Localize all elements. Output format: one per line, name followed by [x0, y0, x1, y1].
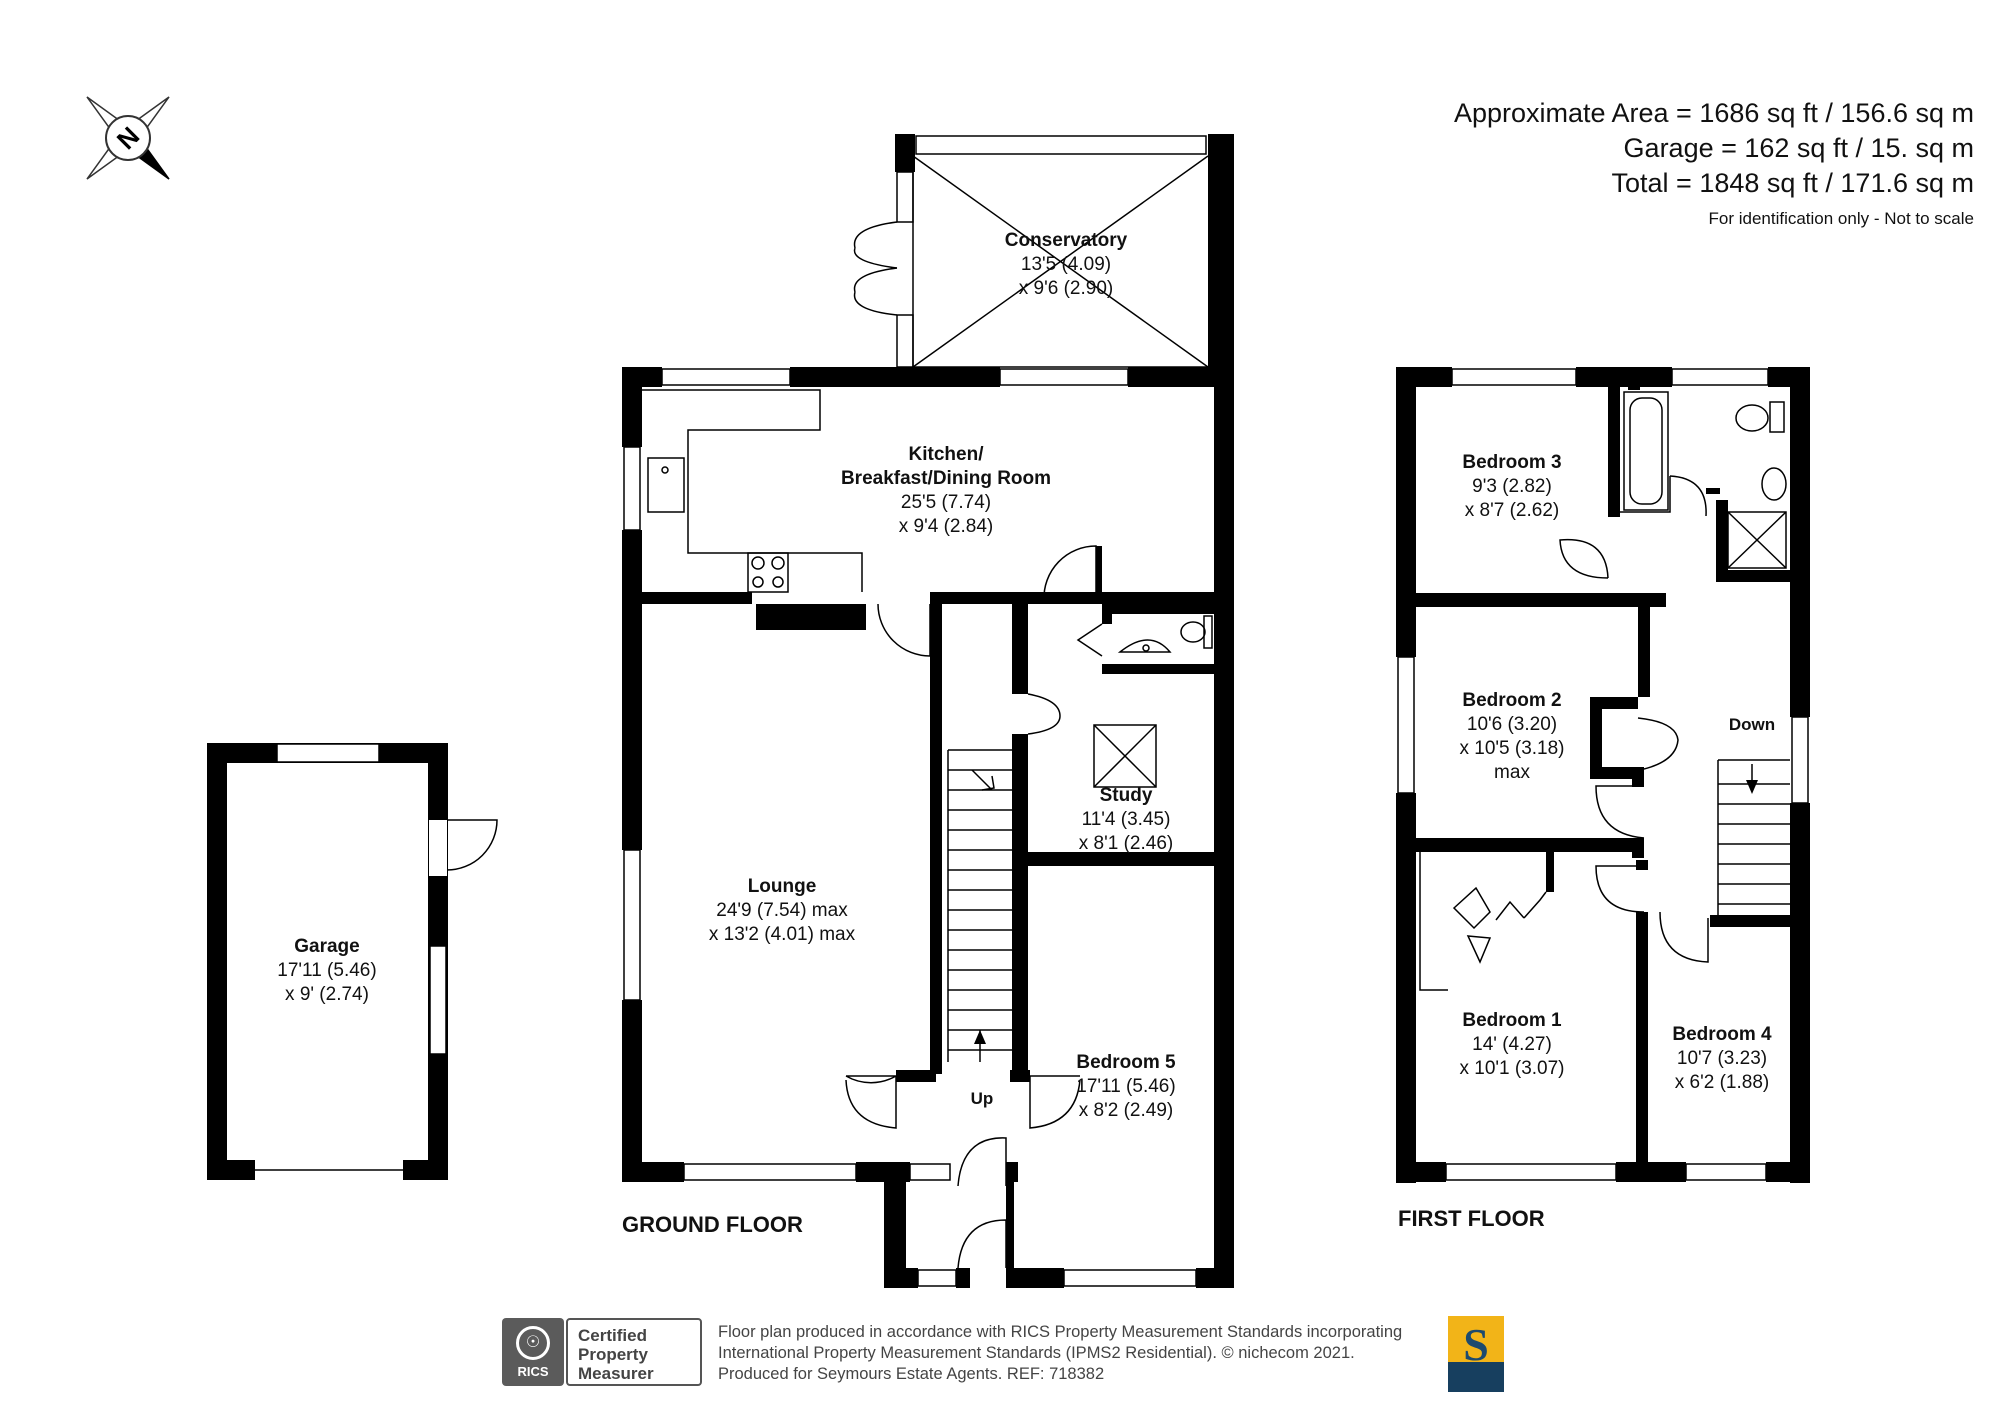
study-dim1: 11'4 (3.45): [1082, 809, 1171, 830]
lounge-label: Lounge: [748, 876, 817, 897]
bedroom3-dim1: 9'3 (2.82): [1472, 476, 1552, 497]
seymours-logo-base: [1448, 1362, 1504, 1392]
cert-line-2: Property: [578, 1345, 648, 1364]
seymours-letter: S: [1448, 1316, 1504, 1362]
first-floor-label: FIRST FLOOR: [1398, 1206, 1545, 1231]
rics-logo: ☉ RICS: [502, 1318, 564, 1386]
ground-floor-label: GROUND FLOOR: [622, 1212, 803, 1237]
stairs-first: [1717, 759, 1790, 915]
first-floor-walls: [1396, 367, 1810, 1183]
cert-line-3: Measurer: [578, 1364, 654, 1383]
garage-label: Garage: [294, 936, 359, 957]
kitchen-dim2: x 9'4 (2.84): [899, 516, 993, 537]
bedroom1-label: Bedroom 1: [1462, 1010, 1562, 1031]
bedroom2-label: Bedroom 2: [1462, 690, 1561, 711]
compass-icon: N: [86, 96, 170, 180]
garage-dim2: x 9' (2.74): [285, 984, 369, 1005]
bedroom5-dim1: 17'11 (5.46): [1076, 1076, 1175, 1097]
footer-line-2: International Property Measurement Stand…: [718, 1344, 1355, 1362]
certified-measurer-badge: Certified Property Measurer: [566, 1318, 702, 1386]
study-dim2: x 8'1 (2.46): [1079, 833, 1173, 854]
bedroom4-dim2: x 6'2 (1.88): [1675, 1072, 1769, 1093]
scale-note: For identification only - Not to scale: [1708, 209, 1974, 228]
garage-area: Garage = 162 sq ft / 15. sq m: [1623, 133, 1974, 163]
bedroom4-dim1: 10'7 (3.23): [1677, 1048, 1767, 1069]
room-labels: Conservatory 13'5 (4.09) x 9'6 (2.90) Ki…: [277, 230, 1775, 1237]
area-summary: Approximate Area = 1686 sq ft / 156.6 sq…: [1454, 96, 1974, 229]
conservatory-dim1: 13'5 (4.09): [1021, 254, 1111, 275]
stairs-ground: [947, 749, 1012, 1062]
stairs-down-label: Down: [1729, 715, 1775, 734]
stairs-up-label: Up: [971, 1089, 994, 1108]
kitchen-label-1: Kitchen/: [909, 444, 985, 465]
bedroom5-label: Bedroom 5: [1076, 1052, 1176, 1073]
conservatory-label: Conservatory: [1005, 230, 1128, 251]
footer-text: Floor plan produced in accordance with R…: [718, 1322, 1402, 1385]
footer-line-1: Floor plan produced in accordance with R…: [718, 1323, 1403, 1341]
approx-area: Approximate Area = 1686 sq ft / 156.6 sq…: [1453, 98, 1974, 128]
conservatory-dim2: x 9'6 (2.90): [1019, 278, 1113, 299]
kitchen-dim1: 25'5 (7.74): [901, 492, 991, 513]
bedroom1-dim2: x 10'1 (3.07): [1459, 1058, 1564, 1079]
bedroom2-dim3: max: [1494, 762, 1530, 783]
lounge-dim1: 24'9 (7.54) max: [716, 900, 848, 921]
seymours-logo: S: [1448, 1316, 1504, 1392]
cert-line-1: Certified: [578, 1326, 647, 1345]
bedroom3-label: Bedroom 3: [1462, 452, 1561, 473]
bedroom3-dim2: x 8'7 (2.62): [1465, 500, 1559, 521]
ground-floor-walls: [622, 134, 1234, 1288]
bedroom2-dim1: 10'6 (3.20): [1467, 714, 1557, 735]
bedroom5-dim2: x 8'2 (2.49): [1079, 1100, 1173, 1121]
footer-line-3: Produced for Seymours Estate Agents. REF…: [718, 1365, 1105, 1383]
study-label: Study: [1100, 785, 1153, 806]
lounge-dim2: x 13'2 (4.01) max: [709, 924, 856, 945]
kitchen-label-2: Breakfast/Dining Room: [841, 468, 1051, 489]
garage-walls: [207, 743, 498, 1180]
garage-dim1: 17'11 (5.46): [277, 960, 376, 981]
bedroom1-dim1: 14' (4.27): [1472, 1034, 1552, 1055]
bedroom4-label: Bedroom 4: [1672, 1024, 1772, 1045]
rics-text: RICS: [517, 1364, 549, 1379]
rics-lion-icon: ☉: [516, 1326, 550, 1360]
total-area: Total = 1848 sq ft / 171.6 sq m: [1611, 168, 1974, 198]
bedroom2-dim2: x 10'5 (3.18): [1459, 738, 1564, 759]
